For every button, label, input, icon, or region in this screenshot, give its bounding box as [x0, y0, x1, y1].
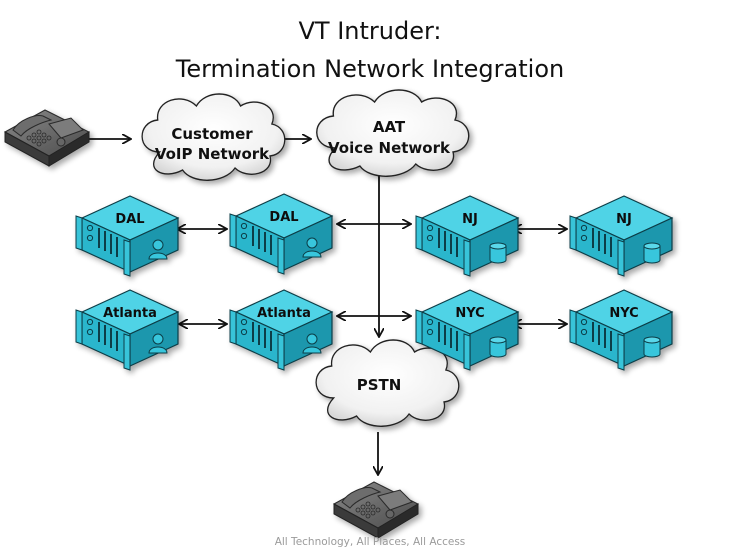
server-nj-1[interactable]: NJ	[415, 195, 519, 277]
caller-phone[interactable]	[4, 109, 90, 167]
server-icon	[569, 289, 673, 371]
server-label: NYC	[455, 306, 484, 321]
database-icon	[489, 336, 507, 358]
server-label: NJ	[462, 212, 478, 227]
callee-phone[interactable]	[333, 481, 419, 539]
server-icon	[75, 195, 179, 277]
server-icon	[569, 195, 673, 277]
slide-footer: All Technology, All Places, All Access	[274, 536, 466, 548]
server-icon	[229, 289, 333, 371]
database-icon	[489, 242, 507, 264]
server-nyc-1[interactable]: NYC	[415, 289, 519, 371]
cloud-label-line1: AAT	[373, 118, 406, 136]
slide-title-line-1: VT Intruder:	[298, 17, 442, 45]
server-label: DAL	[269, 210, 298, 225]
ip-phone-icon	[333, 481, 419, 539]
server-nj-2[interactable]: NJ	[569, 195, 673, 277]
server-nyc-2[interactable]: NYC	[569, 289, 673, 371]
server-icon	[75, 289, 179, 371]
server-label: Atlanta	[103, 306, 157, 321]
server-dal-2[interactable]: DAL	[229, 193, 333, 275]
server-label: NJ	[616, 212, 632, 227]
database-icon	[643, 242, 661, 264]
server-atlanta-2[interactable]: Atlanta	[229, 289, 333, 371]
cloud-label-line2: Voice Network	[328, 139, 451, 157]
cloud-label-line1: Customer	[171, 125, 253, 143]
cloud-label-line2: VoIP Network	[155, 145, 270, 163]
cloud-label: PSTN	[357, 376, 402, 394]
server-label: DAL	[115, 212, 144, 227]
server-label: NYC	[609, 306, 638, 321]
ip-phone-icon	[4, 109, 90, 167]
slide-title-line-2: Termination Network Integration	[175, 55, 565, 83]
connections	[88, 139, 566, 474]
database-icon	[643, 336, 661, 358]
server-dal-1[interactable]: DAL	[75, 195, 179, 277]
server-icon	[415, 195, 519, 277]
server-label: Atlanta	[257, 306, 311, 321]
server-icon	[229, 193, 333, 275]
server-atlanta-1[interactable]: Atlanta	[75, 289, 179, 371]
